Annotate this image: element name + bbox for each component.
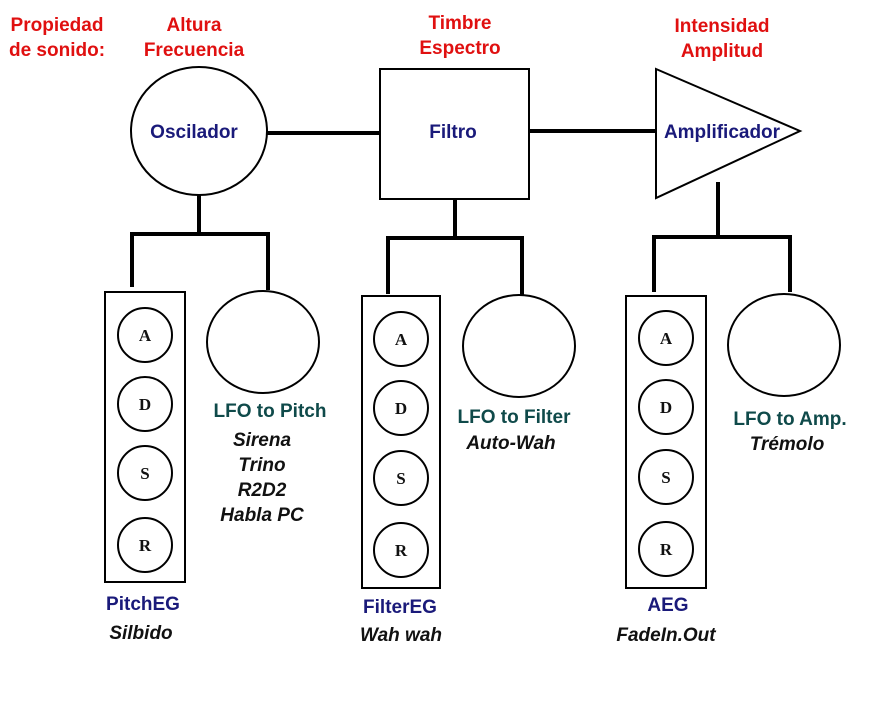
adsr-r-label: R	[395, 541, 408, 560]
adsr-r-circle	[638, 521, 694, 577]
amplifier-label: Amplificador	[664, 122, 781, 143]
amp-eg-effect: FadeIn.Out	[616, 625, 716, 646]
pitch-eg-adsr: A D S R	[117, 307, 173, 573]
amplitud-label: Amplitud	[681, 41, 763, 62]
adsr-s-circle	[373, 450, 429, 506]
adsr-s-circle	[117, 445, 173, 501]
pitch-lfo-label: LFO to Pitch	[214, 401, 327, 422]
adsr-a-circle	[638, 310, 694, 366]
amplifier-triangle	[655, 67, 803, 200]
adsr-d-label: D	[139, 395, 151, 414]
adsr-d-circle	[117, 376, 173, 432]
intensidad-label: Intensidad	[674, 16, 769, 37]
amp-eg-adsr: A D S R	[638, 310, 694, 577]
property-label-line1: Propiedad	[11, 15, 104, 36]
amp-lfo-effect-1: Trémolo	[750, 434, 825, 455]
espectro-label: Espectro	[419, 38, 500, 59]
pitch-eg-effect: Silbido	[109, 623, 172, 644]
pitch-lfo-effect-2: Trino	[238, 455, 285, 476]
altura-label: Altura	[167, 15, 222, 36]
adsr-d-circle	[373, 380, 429, 436]
filter-eg-label: FilterEG	[363, 597, 437, 618]
adsr-s-label: S	[661, 468, 670, 487]
adsr-r-label: R	[139, 536, 152, 555]
adsr-a-circle	[373, 311, 429, 367]
wire-filter-branch	[386, 236, 524, 296]
filter-lfo-circle	[462, 294, 576, 398]
oscillator-label: Oscilador	[150, 122, 238, 143]
filter-eg-adsr: A D S R	[373, 311, 429, 578]
property-label-line2: de sonido:	[9, 40, 105, 61]
adsr-d-circle	[638, 379, 694, 435]
adsr-r-circle	[117, 517, 173, 573]
adsr-r-circle	[373, 522, 429, 578]
timbre-label: Timbre	[428, 13, 491, 34]
pitch-eg-label: PitchEG	[106, 594, 180, 615]
pitch-lfo-effect-3: R2D2	[238, 480, 287, 501]
adsr-d-label: D	[395, 399, 407, 418]
frecuencia-label: Frecuencia	[144, 40, 245, 61]
filter-label: Filtro	[429, 122, 477, 143]
wire-pitch-branch	[130, 232, 270, 290]
adsr-a-label: A	[660, 329, 673, 348]
adsr-r-label: R	[660, 540, 673, 559]
adsr-a-label: A	[395, 330, 408, 349]
amp-eg-label: AEG	[647, 595, 688, 616]
amp-lfo-label: LFO to Amp.	[733, 409, 846, 430]
adsr-s-label: S	[140, 464, 149, 483]
adsr-s-circle	[638, 449, 694, 505]
pitch-lfo-circle	[206, 290, 320, 394]
filter-lfo-label: LFO to Filter	[458, 407, 572, 428]
wire-amp-branch	[652, 235, 792, 292]
filter-eg-effect: Wah wah	[360, 625, 442, 646]
filter-lfo-effect-1: Auto-Wah	[465, 433, 555, 454]
filter-box	[379, 68, 530, 200]
pitch-lfo-effect-1: Sirena	[233, 430, 292, 451]
adsr-s-label: S	[396, 469, 405, 488]
adsr-d-label: D	[660, 398, 672, 417]
adsr-a-circle	[117, 307, 173, 363]
pitch-lfo-effect-4: Habla PC	[220, 505, 304, 526]
amp-lfo-circle	[727, 293, 841, 397]
adsr-a-label: A	[139, 326, 152, 345]
